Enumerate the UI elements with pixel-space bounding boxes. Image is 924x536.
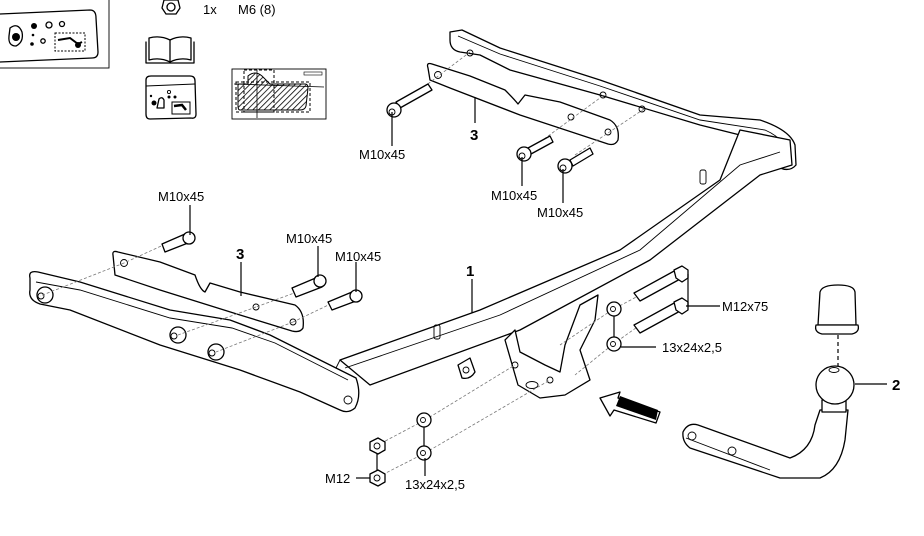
washer [416,412,432,428]
part-number-bracket-lower: 3 [236,246,244,263]
part-number-bracket-upper: 3 [470,127,478,144]
label-bolt-upper-left: M10x45 [359,147,405,162]
control-unit-frame [0,0,110,69]
side-member-left [29,270,360,413]
manual-book-icon [145,36,195,64]
alignment-pin [433,324,441,340]
label-bolt-lower-mid: M10x45 [286,231,332,246]
nut-m12 [369,437,386,455]
nut-icon [161,0,181,15]
label-nut-m12: M12 [325,471,350,486]
washer [606,301,622,317]
part-number-crossbar: 1 [466,263,474,280]
ball-cap [814,284,860,366]
bolt-m10x45 [557,147,594,174]
bolt-m10x45 [516,135,554,162]
label-washer-bottom: 13x24x2,5 [405,477,465,492]
bolt-m12x75 [633,265,689,302]
label-bolt-upper-right: M10x45 [537,205,583,220]
control-unit-icon [8,20,86,52]
leader-lines [189,97,887,479]
tow-ball [815,365,855,405]
bolt-m10x45 [161,231,196,253]
ball-neck [682,365,855,479]
label-bolt-lower-right: M10x45 [335,249,381,264]
nut-m12 [369,469,386,487]
mounting-plate [457,294,599,399]
bolt-m10x45 [291,274,327,298]
washer [416,445,432,461]
bolt-m12x75 [633,297,689,334]
label-washer-right: 13x24x2,5 [662,340,722,355]
label-bolt-lower-left: M10x45 [158,189,204,204]
control-unit-body [0,9,99,63]
assembly-lines [39,51,645,478]
wiring-sticker-icon [231,68,327,120]
bolt-m10x45 [386,83,433,118]
parts-list-item: M6 (8) [238,2,276,17]
part-number-ball-neck: 2 [892,377,900,394]
parts-list-quantity: 1x [203,2,217,17]
alignment-pin [699,169,707,185]
bracket-lower [112,250,304,333]
bracket-upper [426,62,619,146]
control-unit-icon [145,75,197,120]
stud [36,286,54,304]
frame-border [0,0,110,69]
bolt-m10x45 [327,289,363,311]
label-bolt-upper-mid: M10x45 [491,188,537,203]
label-bolt-m12x75: M12x75 [722,299,768,314]
washer [606,336,622,352]
